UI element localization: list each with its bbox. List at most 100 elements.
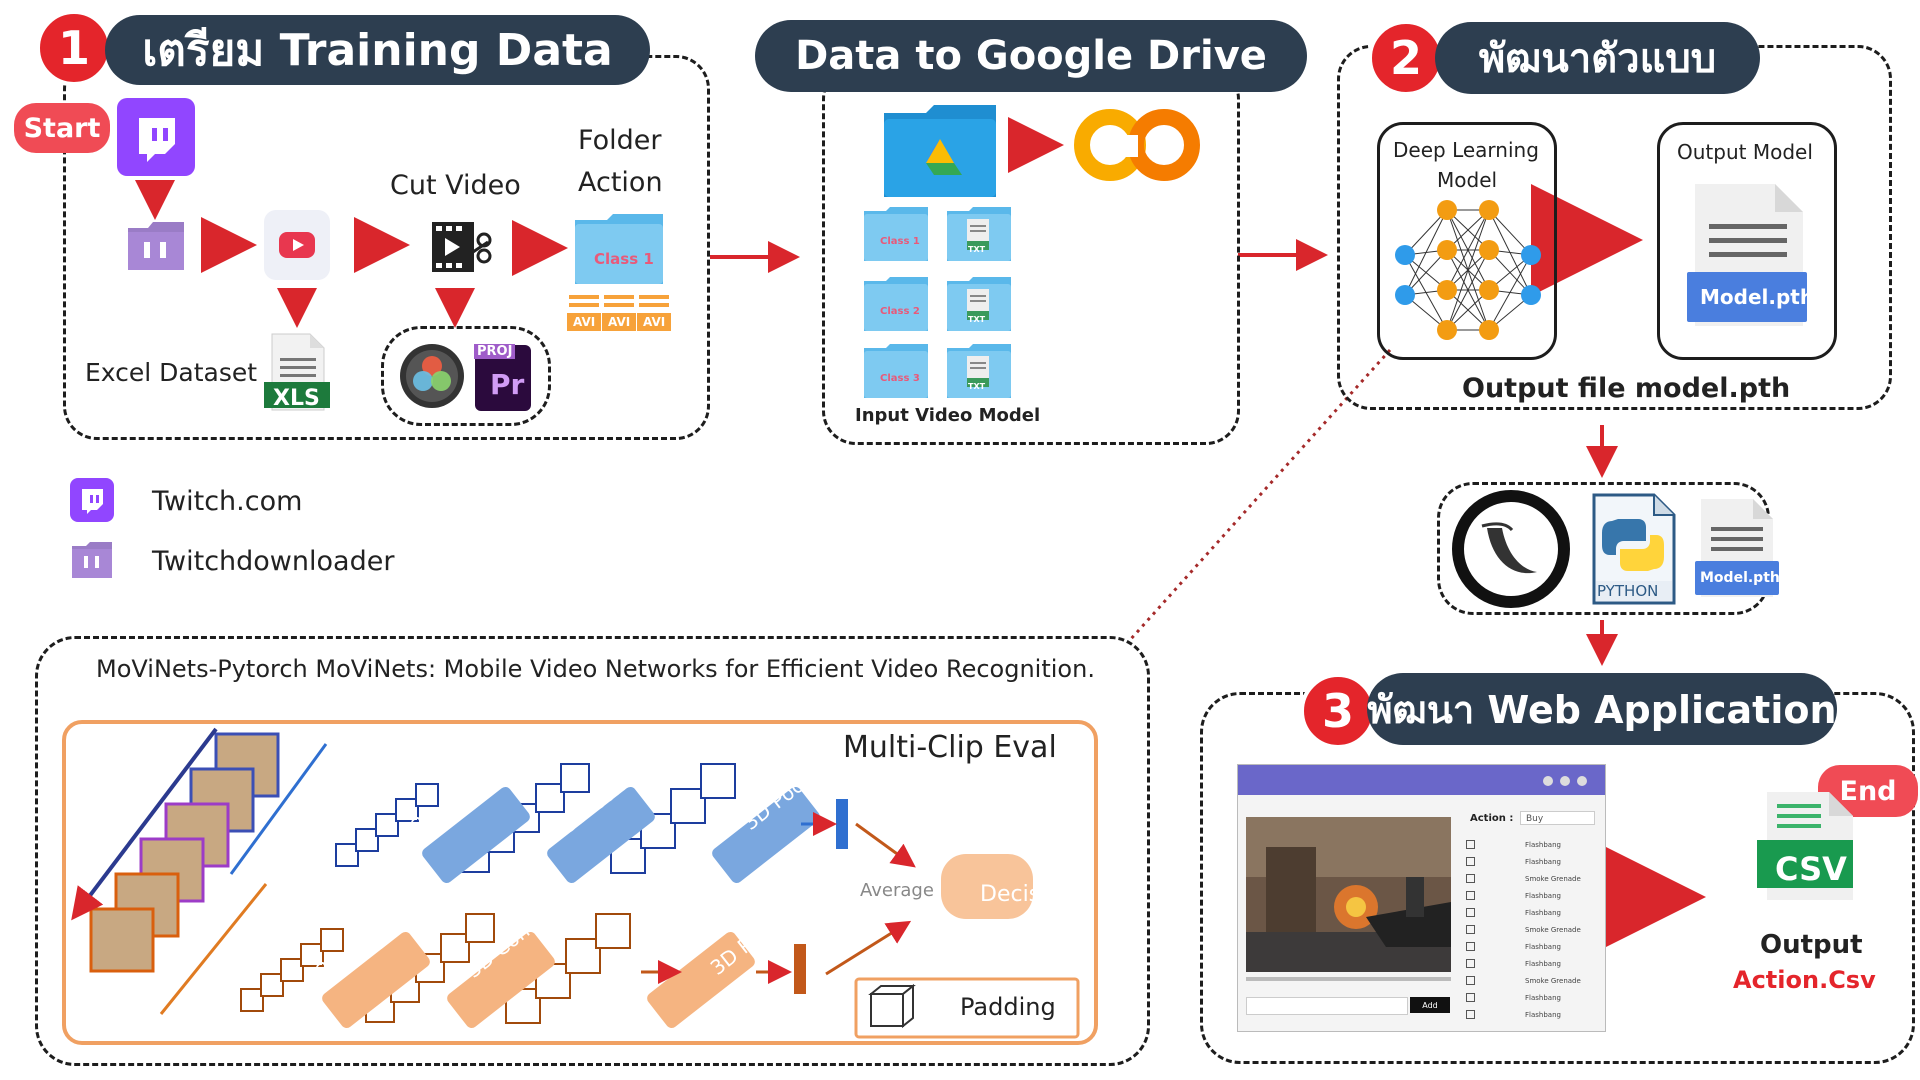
twitch-icon xyxy=(117,98,195,176)
folder-class1-icon xyxy=(573,212,665,287)
row-action-text: Flashbang xyxy=(1525,993,1561,1002)
row-checkbox[interactable] xyxy=(1466,908,1475,917)
legend-twitch-label: Twitch.com xyxy=(152,486,303,517)
avi-label-3: AVI xyxy=(643,315,666,329)
proj-label: PROJ xyxy=(474,344,516,359)
average-label: Average xyxy=(860,880,934,901)
action-list-item[interactable]: Flashbang xyxy=(1466,905,1601,920)
action-list-item[interactable]: Flashbang xyxy=(1466,888,1601,903)
action-list-item[interactable]: Flashbang xyxy=(1466,854,1601,869)
action-list-item[interactable]: Flashbang xyxy=(1466,956,1601,971)
game-video-frame[interactable] xyxy=(1246,817,1451,972)
avi-label-2: AVI xyxy=(608,315,631,329)
cut-video-label: Cut Video xyxy=(390,170,521,201)
deep-learning-line2: Model xyxy=(1437,168,1498,192)
row-checkbox[interactable] xyxy=(1466,959,1475,968)
step1-title: เตรียม Training Data xyxy=(105,15,650,85)
excel-dataset-label: Excel Dataset xyxy=(85,358,258,387)
action-list-item[interactable]: Smoke Grenade xyxy=(1466,922,1601,937)
pr-label: Pr xyxy=(490,368,525,401)
txt3-label: TXT xyxy=(968,382,986,391)
row-action-text: Smoke Grenade xyxy=(1525,976,1581,985)
model-file-icon xyxy=(1685,182,1809,328)
row-checkbox[interactable] xyxy=(1466,840,1475,849)
action-list-item[interactable]: Flashbang xyxy=(1466,837,1601,852)
python-label: PYTHON xyxy=(1597,582,1659,600)
step3-title: พัฒนา Web Application xyxy=(1367,673,1837,745)
start-tag: Start xyxy=(14,103,110,153)
action-input[interactable] xyxy=(1246,997,1408,1015)
deploy-model-file-icon xyxy=(1693,497,1779,599)
window-dot-1[interactable] xyxy=(1543,776,1553,786)
txt1-label: TXT xyxy=(968,245,986,254)
row-checkbox[interactable] xyxy=(1466,942,1475,951)
class1-folder-icon xyxy=(862,205,930,263)
row-checkbox[interactable] xyxy=(1466,874,1475,883)
action-list-item[interactable]: Smoke Grenade xyxy=(1466,973,1601,988)
avi-files-icon xyxy=(565,293,673,333)
padding-label: Padding xyxy=(960,993,1056,1021)
action-list-item[interactable]: Flashbang xyxy=(1466,1007,1601,1022)
xls-label: XLS xyxy=(273,386,320,411)
class1-label: Class 1 xyxy=(880,236,920,247)
row-action-text: Flashbang xyxy=(1525,908,1561,917)
davinci-resolve-icon xyxy=(398,342,466,410)
folder-class1-label: Class 1 xyxy=(594,250,654,268)
row-checkbox[interactable] xyxy=(1466,1010,1475,1019)
video-frames xyxy=(71,727,280,973)
output-file-label: Output file model.pth xyxy=(1462,373,1791,404)
legend-downloader-label: Twitchdownloader xyxy=(152,546,395,577)
class2-folder-icon xyxy=(862,275,930,333)
neural-network-icon xyxy=(1385,195,1550,350)
row-checkbox[interactable] xyxy=(1466,976,1475,985)
movinet-box xyxy=(35,636,1150,1066)
avi-label-1: AVI xyxy=(573,315,596,329)
class2-label: Class 2 xyxy=(880,306,920,317)
video-progress[interactable] xyxy=(1246,977,1451,981)
row-action-text: Flashbang xyxy=(1525,857,1561,866)
video-file-icon xyxy=(264,210,330,280)
step1-number: 1 xyxy=(36,10,112,86)
row-checkbox[interactable] xyxy=(1466,857,1475,866)
row-checkbox[interactable] xyxy=(1466,891,1475,900)
row-checkbox[interactable] xyxy=(1466,925,1475,934)
txt2-label: TXT xyxy=(968,315,986,324)
add-button[interactable]: Add xyxy=(1410,997,1450,1013)
row-action-text: Flashbang xyxy=(1525,942,1561,951)
class3-label: Class 3 xyxy=(880,373,920,384)
drive-title: Data to Google Drive xyxy=(755,20,1307,92)
folder-action-line2: Action xyxy=(578,167,663,198)
legend-downloader-icon xyxy=(70,540,114,580)
action-list-item[interactable]: Smoke Grenade xyxy=(1466,871,1601,886)
flask-icon xyxy=(1452,490,1570,608)
python-file-icon xyxy=(1590,493,1676,605)
step2-title: พัฒนาตัวแบบ xyxy=(1435,22,1760,94)
row-action-text: Flashbang xyxy=(1525,840,1561,849)
window-dot-3[interactable] xyxy=(1577,776,1587,786)
txt3-folder-icon xyxy=(945,342,1013,400)
editors-box xyxy=(381,326,551,426)
txt1-folder-icon xyxy=(945,205,1013,263)
row-action-text: Flashbang xyxy=(1525,1010,1561,1019)
movinet-figure xyxy=(71,727,1080,1039)
output-model-label: Output Model xyxy=(1677,140,1813,164)
class3-folder-icon xyxy=(862,342,930,400)
row-action-text: Smoke Grenade xyxy=(1525,874,1581,883)
colab-label: CO xyxy=(1072,105,1074,106)
cut-video-icon xyxy=(430,218,498,276)
window-dot-2[interactable] xyxy=(1560,776,1570,786)
row-checkbox[interactable] xyxy=(1466,993,1475,1002)
decision-label: Decision xyxy=(980,882,1074,907)
action-select[interactable]: Buy xyxy=(1520,811,1595,825)
action-list-item[interactable]: Flashbang xyxy=(1466,990,1601,1005)
action-list-item[interactable]: Flashbang xyxy=(1466,939,1601,954)
csv-file-icon xyxy=(1755,790,1855,902)
step3-number: 3 xyxy=(1300,673,1376,749)
output-label: Output xyxy=(1760,930,1863,960)
csv-label: CSV xyxy=(1775,850,1847,888)
row-action-text: Flashbang xyxy=(1525,959,1561,968)
action-label: Action : xyxy=(1470,813,1514,824)
colab-logo-icon xyxy=(1072,105,1202,185)
